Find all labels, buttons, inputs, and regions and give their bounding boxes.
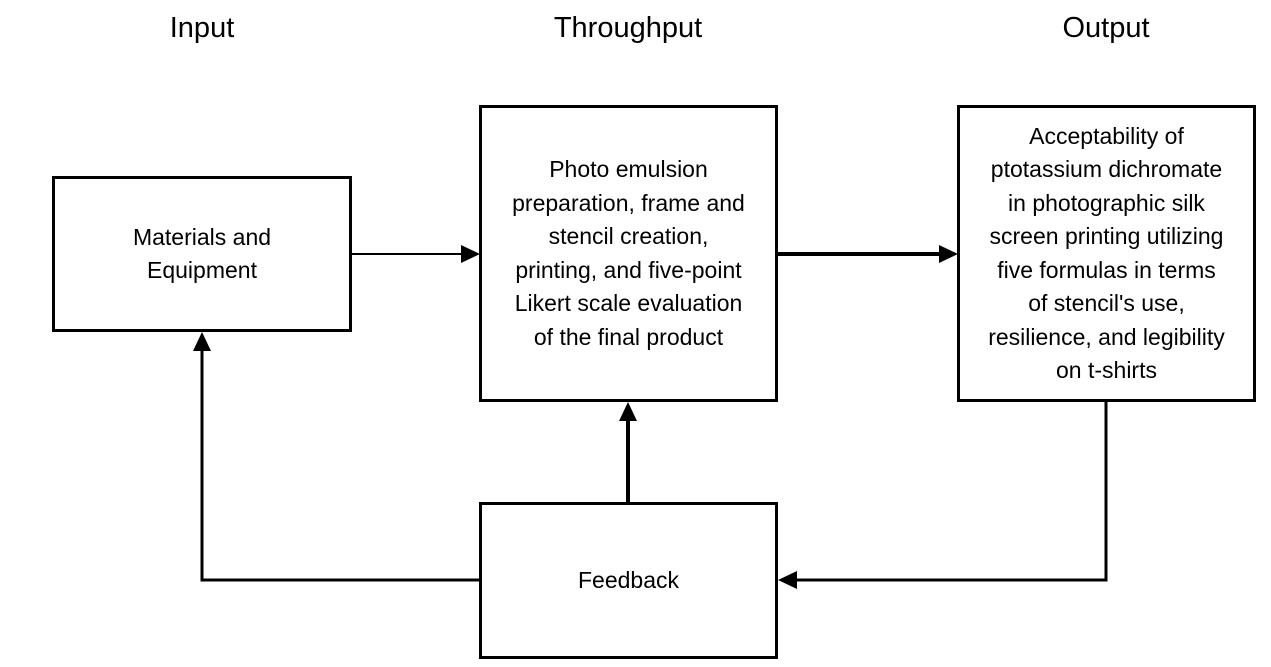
output-box-line: in photographic silk (1008, 189, 1205, 216)
throughput-box-line: printing, and five-point (515, 256, 742, 283)
arrow-output-to-feedback (778, 402, 1108, 589)
throughput-box-line: preparation, frame and (512, 189, 745, 216)
input-heading: Input (169, 12, 235, 44)
input-box-text: Materials and Equipment (133, 221, 271, 288)
arrow-throughput-to-output (778, 245, 958, 263)
input-box: Materials and Equipment (52, 176, 352, 332)
output-box: Acceptability of ptotassium dichromate i… (957, 105, 1256, 402)
output-box-line: Acceptability of (1029, 122, 1184, 149)
throughput-heading: Throughput (553, 12, 703, 44)
arrow-input-to-throughput (352, 245, 480, 263)
output-box-text: Acceptability of ptotassium dichromate i… (988, 120, 1225, 388)
feedback-box-text: Feedback (578, 564, 679, 598)
output-box-line: on t-shirts (1056, 357, 1157, 383)
throughput-box: Photo emulsion preparation, frame and st… (479, 105, 778, 402)
output-box-line: screen printing utilizing (989, 223, 1224, 249)
arrow-feedback-to-throughput (619, 402, 637, 503)
output-box-line: ptotassium dichromate (990, 156, 1223, 182)
output-box-line: of stencil's use, (1028, 290, 1185, 316)
arrow-feedback-to-input (193, 332, 480, 582)
output-box-line: five formulas in terms (997, 256, 1216, 283)
output-heading: Output (1062, 12, 1150, 44)
input-box-line: Equipment (147, 257, 257, 283)
output-box-line: resilience, and legibility (988, 323, 1225, 350)
input-box-line: Materials and (132, 223, 272, 250)
throughput-box-text: Photo emulsion preparation, frame and st… (512, 153, 745, 354)
throughput-box-line: stencil creation, (548, 223, 709, 249)
feedback-box-line: Feedback (577, 566, 679, 593)
throughput-box-line: Photo emulsion (549, 156, 708, 182)
throughput-box-line: of the final product (533, 323, 724, 350)
throughput-box-line: Likert scale evaluation (514, 290, 743, 316)
feedback-box: Feedback (479, 502, 778, 659)
